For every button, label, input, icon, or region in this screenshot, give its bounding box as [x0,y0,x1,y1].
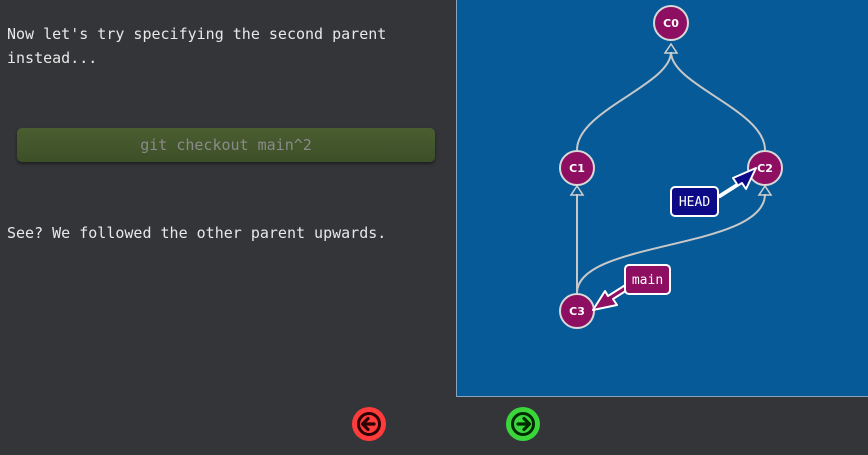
commit-node-c0[interactable]: C0 [653,5,689,41]
edge-c3-c2 [576,193,766,294]
arrowhead-c0-in [663,42,679,54]
arrowhead-c2-in [757,184,773,196]
forward-button[interactable] [505,406,541,442]
branch-main[interactable]: main [592,264,671,311]
main-tag-label: main [632,273,663,288]
main-branch-arrow [592,283,633,311]
command-button[interactable]: git checkout main^2 [17,128,435,162]
outro-text: See? We followed the other parent upward… [7,224,387,242]
head-tag-box [670,186,719,217]
commit-label-c1: C1 [569,162,585,175]
commit-label-c3: C3 [569,305,585,318]
edge-c1-c0 [576,51,672,151]
main-tag-box [624,264,671,295]
intro-text-line-1: Now let's try specifying the second pare… [7,25,387,43]
edge-c2-c0 [670,51,766,151]
commit-label-c2: C2 [757,162,773,175]
arrowhead-c1-in [569,184,585,196]
intro-text-line-2: instead... [7,49,98,67]
git-graph-svg: C0 C1 C2 C3 HEAD [559,5,783,329]
back-button[interactable] [351,406,387,442]
commit-node-c2[interactable]: C2 [747,150,783,186]
head-tag-label: HEAD [679,195,710,210]
head-pointer[interactable]: HEAD [670,167,757,217]
head-arrow [714,167,757,199]
commit-label-c0: C0 [663,17,679,30]
arrow-left-icon [352,407,386,441]
commit-node-c3[interactable]: C3 [559,293,595,329]
commit-node-c1[interactable]: C1 [559,150,595,186]
dialog-panel: Now let's try specifying the second pare… [0,0,456,400]
git-graph-panel: C0 C1 C2 C3 HEAD [456,0,868,397]
arrow-right-icon [506,407,540,441]
